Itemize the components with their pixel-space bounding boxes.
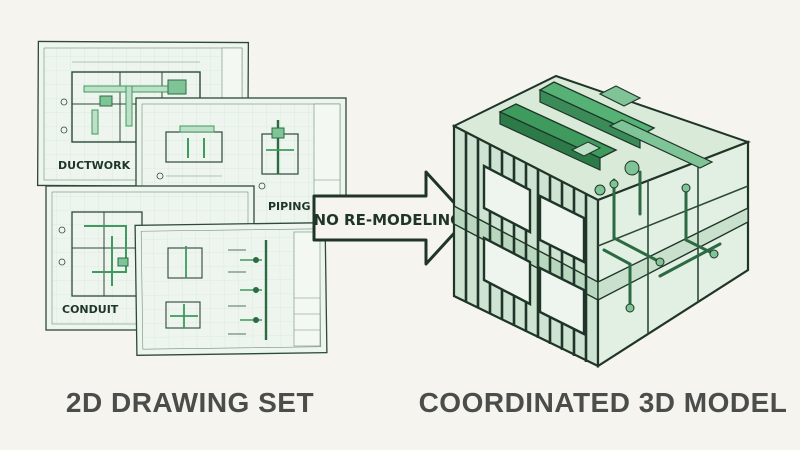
sheet-label-piping: PIPING	[268, 200, 311, 213]
caption-3d-model: COORDINATED 3D MODEL	[419, 387, 788, 418]
drawing-set: DUCTWORK PIPING	[36, 40, 347, 356]
caption-drawing-set: 2D DRAWING SET	[66, 387, 314, 418]
arrow-label: NO RE-MODELING	[314, 211, 463, 229]
sheet-label-ductwork: DUCTWORK	[58, 159, 131, 172]
model-3d	[451, 74, 751, 369]
transfer-arrow: NO RE-MODELING	[312, 170, 470, 266]
sheet-label-conduit: CONDUIT	[62, 303, 119, 316]
sheet-riser-details	[134, 222, 328, 356]
